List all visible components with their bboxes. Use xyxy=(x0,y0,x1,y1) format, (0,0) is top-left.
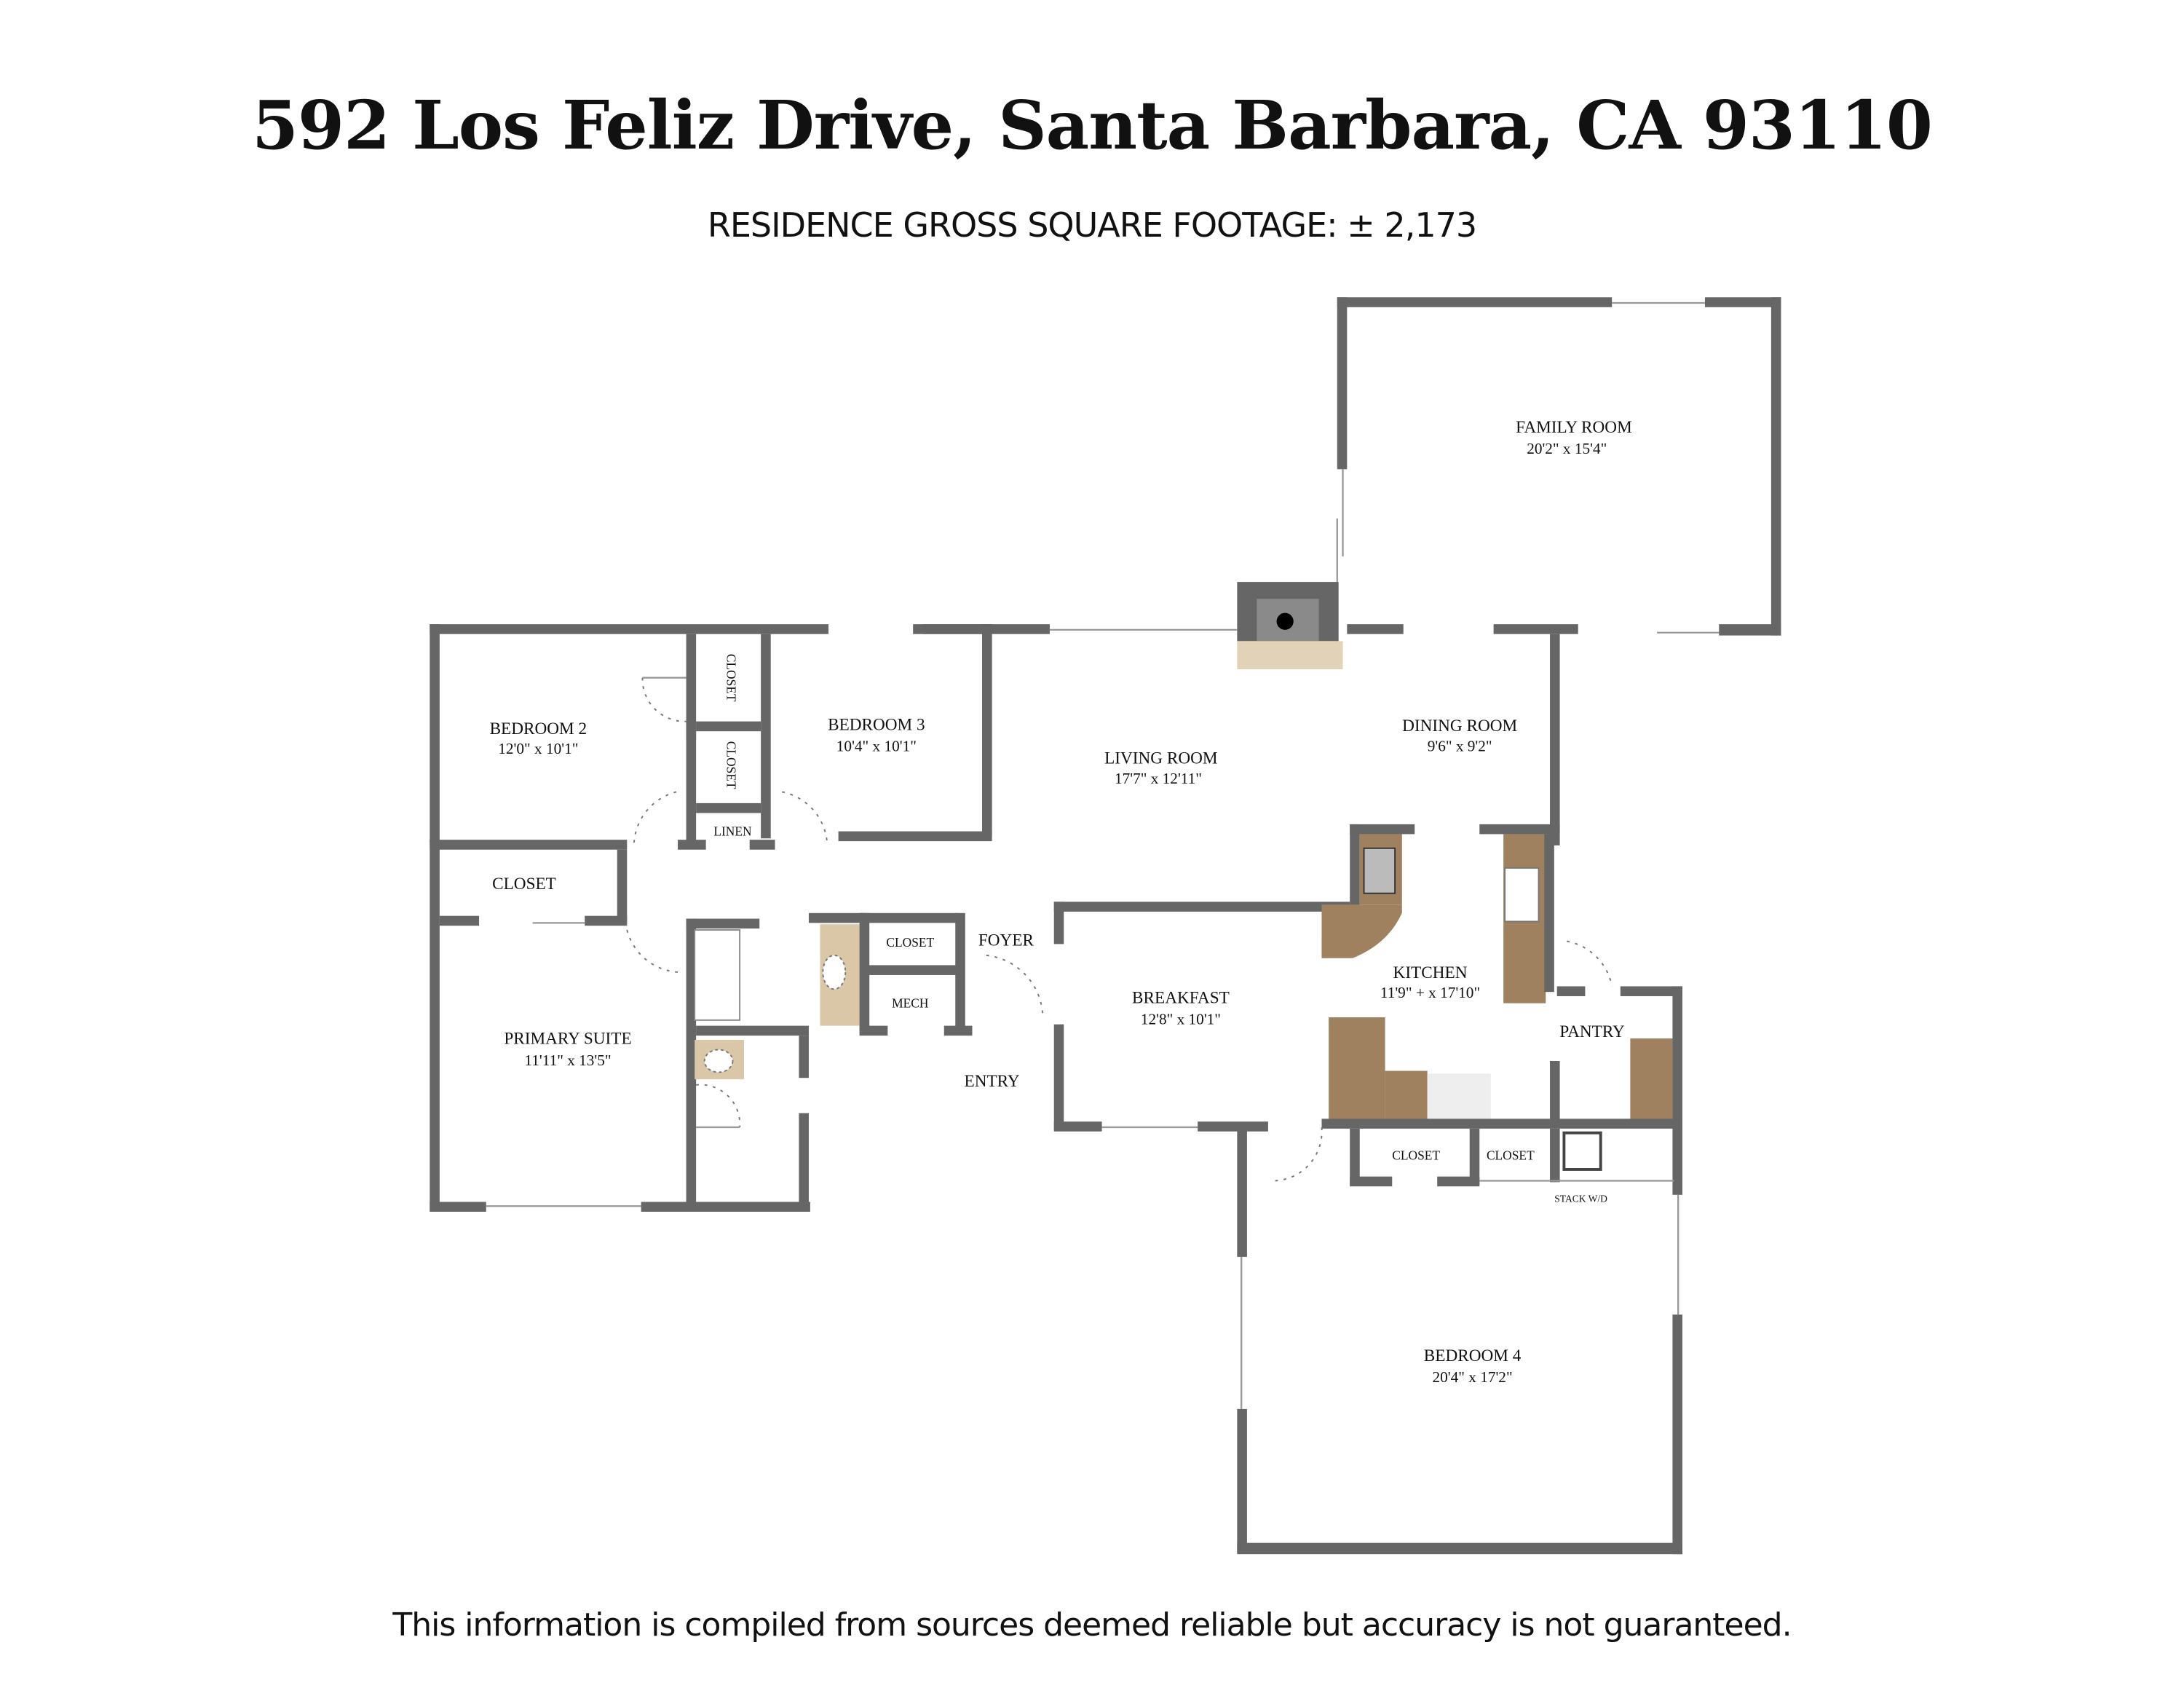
stack-wd-label: STACK W/D xyxy=(1554,1193,1607,1204)
fireplace xyxy=(1237,582,1343,670)
bedroom-3-dims: 10'4" x 10'1" xyxy=(836,737,917,754)
bedroom-3-label: BEDROOM 3 xyxy=(828,715,925,734)
closets-laundry: CLOSET CLOSET STACK W/D xyxy=(1350,1128,1674,1204)
bedrooms-2-3: BEDROOM 2 12'0" x 10'1" BEDROOM 3 10'4" … xyxy=(430,624,992,850)
family-room: FAMILY ROOM 20'2" x 15'4" xyxy=(1336,297,1781,636)
closet-primary-label: CLOSET xyxy=(492,875,556,894)
bedroom-4-dims: 20'4" x 17'2" xyxy=(1433,1368,1513,1386)
primary-suite: CLOSET PRIMARY SUITE 11'11" x 13'5" xyxy=(430,840,866,1212)
living-room-label: LIVING ROOM xyxy=(1104,749,1217,768)
property-address-title: 592 Los Feliz Drive, Santa Barbara, CA 9… xyxy=(252,86,1933,165)
closet-bedroom3-label: CLOSET xyxy=(724,741,739,789)
dining-room-dims: 9'6" x 9'2" xyxy=(1428,737,1492,754)
living-room-dims: 17'7" x 12'11" xyxy=(1115,770,1202,787)
bedroom-2-dims: 12'0" x 10'1" xyxy=(498,740,578,757)
foyer-label: FOYER xyxy=(978,931,1034,950)
linen-label: LINEN xyxy=(713,824,752,838)
hall-closet-mech: CLOSET MECH xyxy=(859,912,973,1036)
closet-b4a-label: CLOSET xyxy=(1392,1148,1440,1162)
family-room-label: FAMILY ROOM xyxy=(1516,418,1632,437)
mech-label: MECH xyxy=(892,995,929,1010)
entry-label: ENTRY xyxy=(965,1072,1020,1091)
bedroom-4-label: BEDROOM 4 xyxy=(1424,1346,1522,1365)
bedroom-2-label: BEDROOM 2 xyxy=(490,719,587,738)
breakfast-dims: 12'8" x 10'1" xyxy=(1141,1011,1221,1028)
kitchen: KITCHEN 11'9" + x 17'10" PANTRY xyxy=(1321,834,1682,1195)
closet-b4b-label: CLOSET xyxy=(1487,1148,1535,1162)
family-room-dims: 20'2" x 15'4" xyxy=(1527,440,1607,457)
closet-hall-label: CLOSET xyxy=(886,935,934,950)
primary-suite-label: PRIMARY SUITE xyxy=(504,1030,631,1049)
pantry-label: PANTRY xyxy=(1559,1022,1625,1041)
disclaimer-footer: This information is compiled from source… xyxy=(392,1606,1792,1644)
primary-suite-dims: 11'11" x 13'5" xyxy=(524,1052,611,1069)
breakfast-room: BREAKFAST 12'8" x 10'1" xyxy=(1053,902,1268,1132)
dining-room-label: DINING ROOM xyxy=(1402,717,1517,735)
square-footage-subtitle: RESIDENCE GROSS SQUARE FOOTAGE: ± 2,173 xyxy=(707,205,1477,245)
closet-bedroom2-label: CLOSET xyxy=(724,654,739,702)
living-dining-area: LIVING ROOM 17'7" x 12'11" DINING ROOM 9… xyxy=(922,624,1560,912)
kitchen-dims: 11'9" + x 17'10" xyxy=(1380,984,1480,1001)
bedroom-4: BEDROOM 4 20'4" x 17'2" xyxy=(1237,1127,1682,1555)
breakfast-label: BREAKFAST xyxy=(1132,989,1230,1008)
kitchen-label: KITCHEN xyxy=(1393,963,1468,982)
